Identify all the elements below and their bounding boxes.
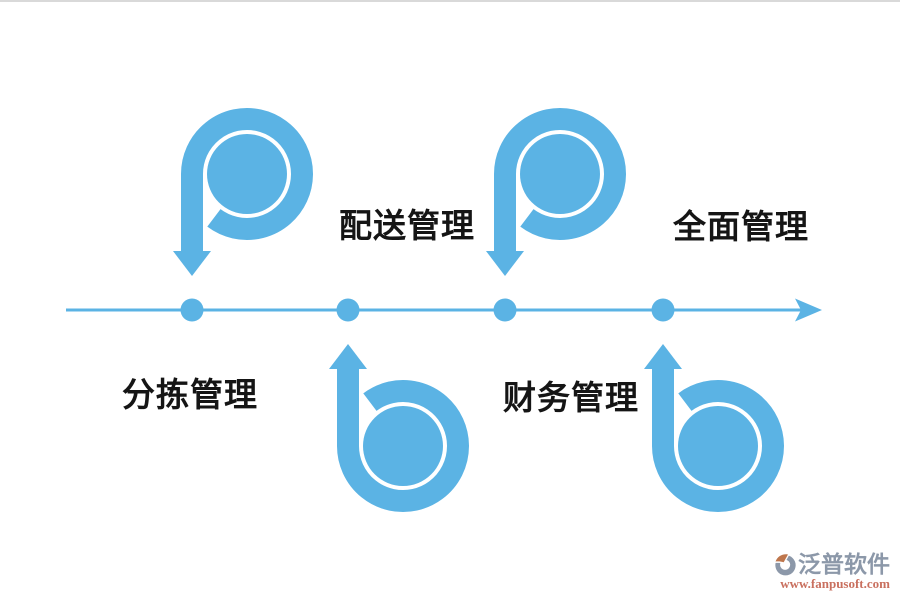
watermark: 泛普软件 www.fanpusoft.com bbox=[768, 552, 890, 590]
spiral-arrow-up-icon-4 bbox=[644, 344, 773, 501]
spiral-arrow-down-icon-1 bbox=[173, 119, 302, 276]
timeline-axis-arrowhead-icon bbox=[795, 298, 822, 322]
spiral-arrow-down-icon-3 bbox=[486, 119, 615, 276]
milestone-label-quanmian: 全面管理 bbox=[673, 208, 809, 245]
timeline-dot-1 bbox=[180, 298, 204, 322]
page-top-border bbox=[0, 0, 900, 2]
watermark-url: www.fanpusoft.com bbox=[780, 576, 890, 591]
timeline-dot-3 bbox=[493, 298, 517, 322]
watermark-brand-row: 泛普软件 bbox=[774, 552, 890, 576]
spiral-arrow-up-icon-2 bbox=[329, 344, 458, 501]
timeline-dot-2 bbox=[336, 298, 360, 322]
milestone-label-fenjian: 分拣管理 bbox=[122, 376, 258, 413]
milestone-label-peisong: 配送管理 bbox=[339, 207, 475, 244]
fanpu-logo-icon bbox=[774, 552, 796, 575]
watermark-brand: 泛普软件 bbox=[798, 551, 890, 577]
timeline-dot-4 bbox=[651, 298, 675, 322]
milestone-label-caiwu: 财务管理 bbox=[503, 379, 639, 416]
